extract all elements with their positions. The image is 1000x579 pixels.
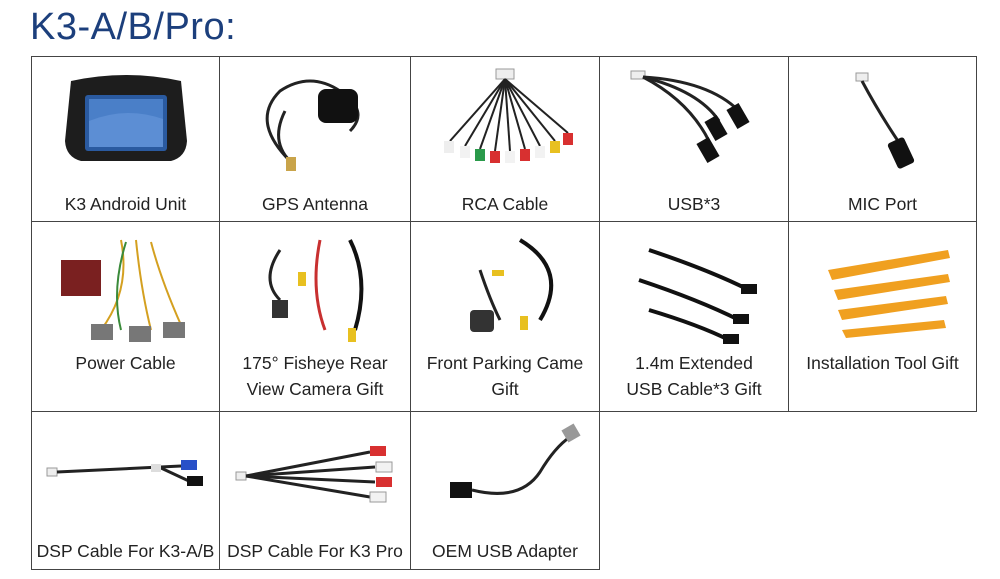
- item-label: RCA Cable: [461, 194, 549, 214]
- item-label-line: View Camera Gift: [246, 379, 384, 399]
- item-label: MIC Port: [847, 194, 918, 214]
- item-label: Power Cable: [75, 353, 176, 373]
- rear-camera-icon: [268, 239, 364, 342]
- item-extended-usb: 1.4m Extended USB Cable*3 Gift: [599, 221, 789, 412]
- front-camera-icon: [470, 238, 554, 332]
- dsp-pro-cable-icon: [235, 446, 393, 503]
- accessories-grid: K3 Android Unit GPS Antenna: [31, 56, 977, 570]
- extended-usb-icon: [638, 248, 757, 344]
- power-cable-icon: [60, 239, 185, 342]
- item-gps-antenna: GPS Antenna: [219, 56, 411, 222]
- item-label-line: USB Cable*3 Gift: [626, 379, 762, 399]
- item-mic-port: MIC Port: [788, 56, 977, 222]
- item-label: OEM USB Adapter: [432, 541, 578, 561]
- usb-cable-icon: [630, 70, 750, 164]
- item-label: Installation Tool Gift: [806, 353, 959, 373]
- item-power-cable: Power Cable: [31, 221, 220, 412]
- pry-tools-icon: [827, 250, 950, 338]
- item-label: DSP Cable For K3-A/B: [36, 541, 215, 561]
- page-title: K3-A/B/Pro:: [30, 6, 237, 48]
- item-label: DSP Cable For K3 Pro: [227, 541, 403, 561]
- gps-antenna-icon: [265, 79, 360, 171]
- item-dsp-cable-ab: DSP Cable For K3-A/B: [31, 411, 220, 570]
- item-installation-tool: Installation Tool Gift: [788, 221, 977, 412]
- rca-cable-icon: [444, 68, 573, 163]
- item-usb-adapter: OEM USB Adapter: [410, 411, 600, 570]
- item-android-unit: K3 Android Unit: [31, 56, 220, 222]
- item-label: 175° Fisheye Rear View Camera Gift: [220, 350, 410, 402]
- item-label-line: Front Parking Came: [426, 353, 584, 373]
- item-front-camera: Front Parking Came Gift: [410, 221, 600, 412]
- usb-adapter-icon: [450, 423, 581, 498]
- item-label: 1.4m Extended USB Cable*3 Gift: [600, 350, 788, 402]
- item-label-line: 1.4m Extended: [635, 353, 753, 373]
- item-dsp-cable-pro: DSP Cable For K3 Pro: [219, 411, 411, 570]
- item-usb-cable: USB*3: [599, 56, 789, 222]
- item-label: Front Parking Came Gift: [411, 350, 599, 402]
- item-label: K3 Android Unit: [64, 194, 187, 214]
- item-label-line: 175° Fisheye Rear: [242, 353, 388, 373]
- item-label: GPS Antenna: [261, 194, 369, 214]
- item-rear-camera: 175° Fisheye Rear View Camera Gift: [219, 221, 411, 412]
- android-unit-icon: [64, 75, 187, 161]
- dsp-cable-icon: [46, 460, 203, 486]
- mic-cable-icon: [855, 72, 914, 169]
- item-label: USB*3: [667, 194, 721, 214]
- item-rca-cable: RCA Cable: [410, 56, 600, 222]
- item-label-line: Gift: [491, 379, 519, 399]
